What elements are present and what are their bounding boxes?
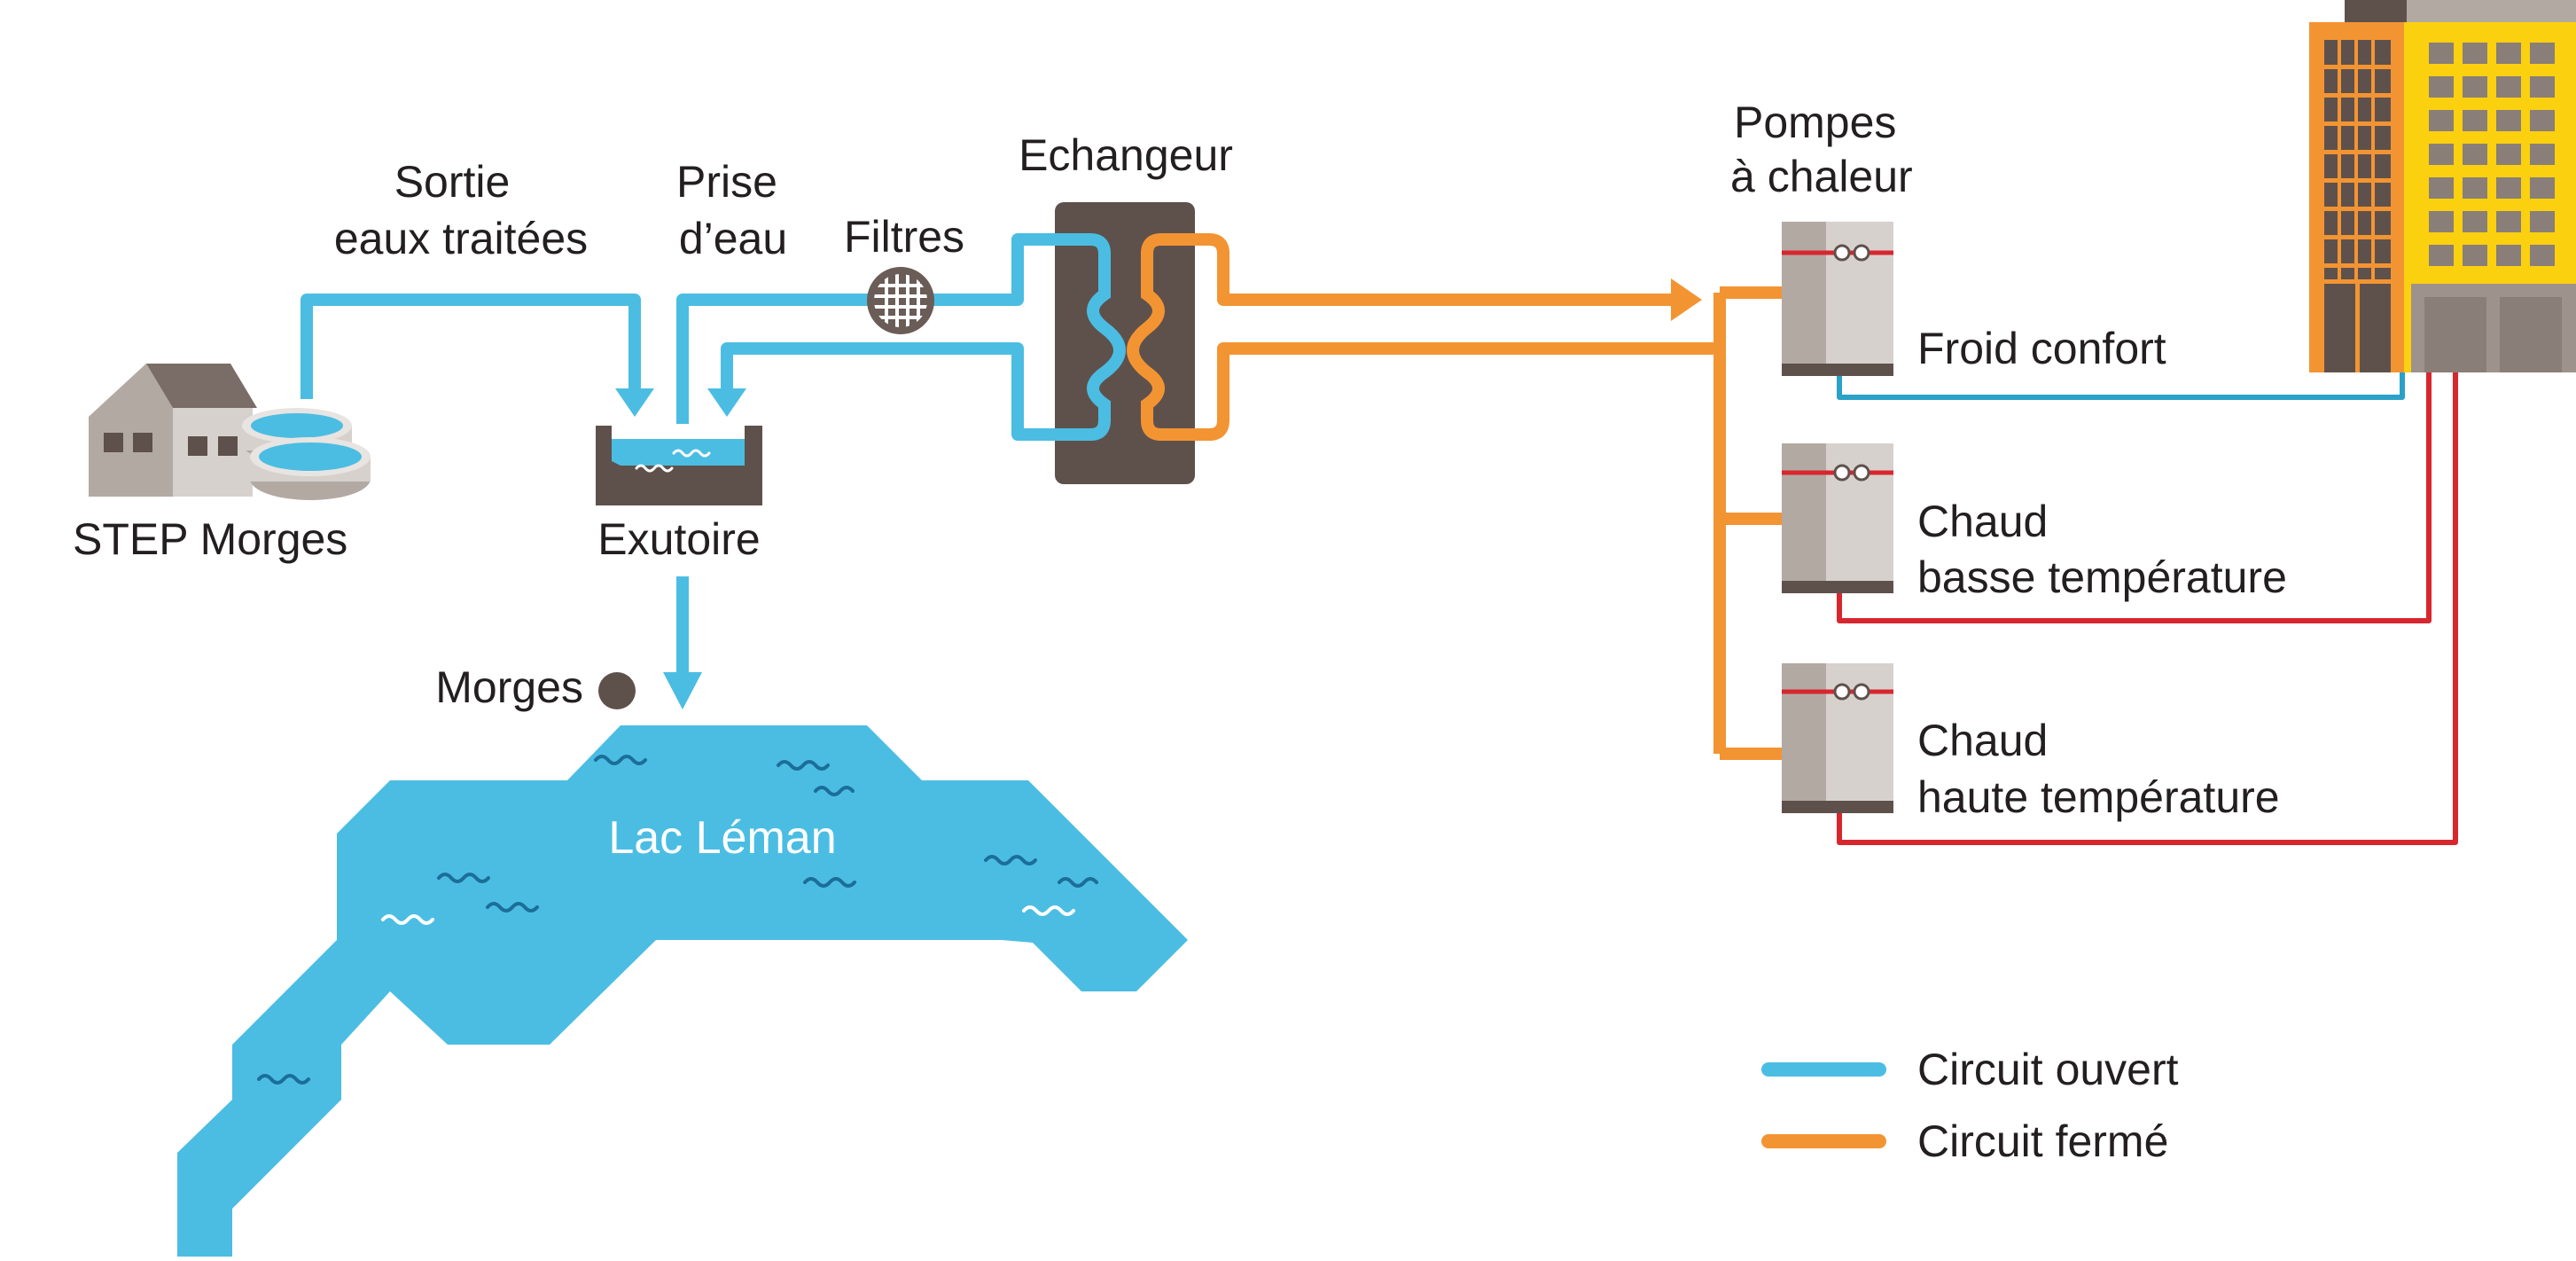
building-icon: [2309, 0, 2576, 372]
prise-label-line2: d’eau: [679, 214, 787, 263]
legend: Circuit ouvert Circuit fermé: [1761, 1045, 2179, 1166]
legend-label-closed: Circuit fermé: [1917, 1116, 2168, 1166]
arrow-to-lake: [663, 672, 702, 709]
filtres-label: Filtres: [844, 212, 964, 262]
arrow-sortie: [615, 388, 654, 417]
legend-label-open: Circuit ouvert: [1917, 1045, 2179, 1094]
building-loops: [1837, 368, 2458, 845]
exutoire-basin-icon: [596, 426, 762, 505]
sortie-label-line2: eaux traitées: [334, 214, 588, 263]
exutoire-label: Exutoire: [597, 514, 760, 564]
arrow-to-pumps: [1671, 278, 1702, 321]
closed-circuit-pipes: [1217, 286, 1782, 760]
pompes-label-line1: Pompes: [1734, 98, 1896, 147]
chaud-basse-label-line2: basse température: [1917, 552, 2287, 602]
echangeur-icon: [1055, 202, 1229, 484]
heat-pump-chaud-basse: [1782, 443, 1893, 593]
heat-pump-chaud-haute: [1782, 663, 1893, 813]
open-circuit-pipes: [301, 233, 1055, 674]
step-label: STEP Morges: [73, 514, 347, 564]
step-morges-icon: [89, 364, 371, 500]
filter-icon: [867, 267, 934, 334]
morges-location-dot: [598, 672, 636, 709]
pompes-label-line2: à chaleur: [1730, 152, 1913, 201]
heat-pump-froid: [1782, 222, 1893, 376]
froid-confort-label: Froid confort: [1917, 324, 2166, 373]
echangeur-label: Echangeur: [1019, 130, 1233, 180]
chaud-basse-label-line1: Chaud: [1917, 497, 2048, 546]
lac-leman-shape: [177, 725, 1188, 1257]
chaud-haute-label-line1: Chaud: [1917, 716, 2048, 765]
sortie-label-line1: Sortie: [394, 157, 511, 207]
prise-label-line1: Prise: [676, 157, 777, 207]
lac-leman-label: Lac Léman: [608, 812, 836, 864]
arrow-return: [707, 388, 746, 417]
chaud-haute-label-line2: haute température: [1917, 772, 2280, 822]
morges-label: Morges: [435, 662, 583, 712]
